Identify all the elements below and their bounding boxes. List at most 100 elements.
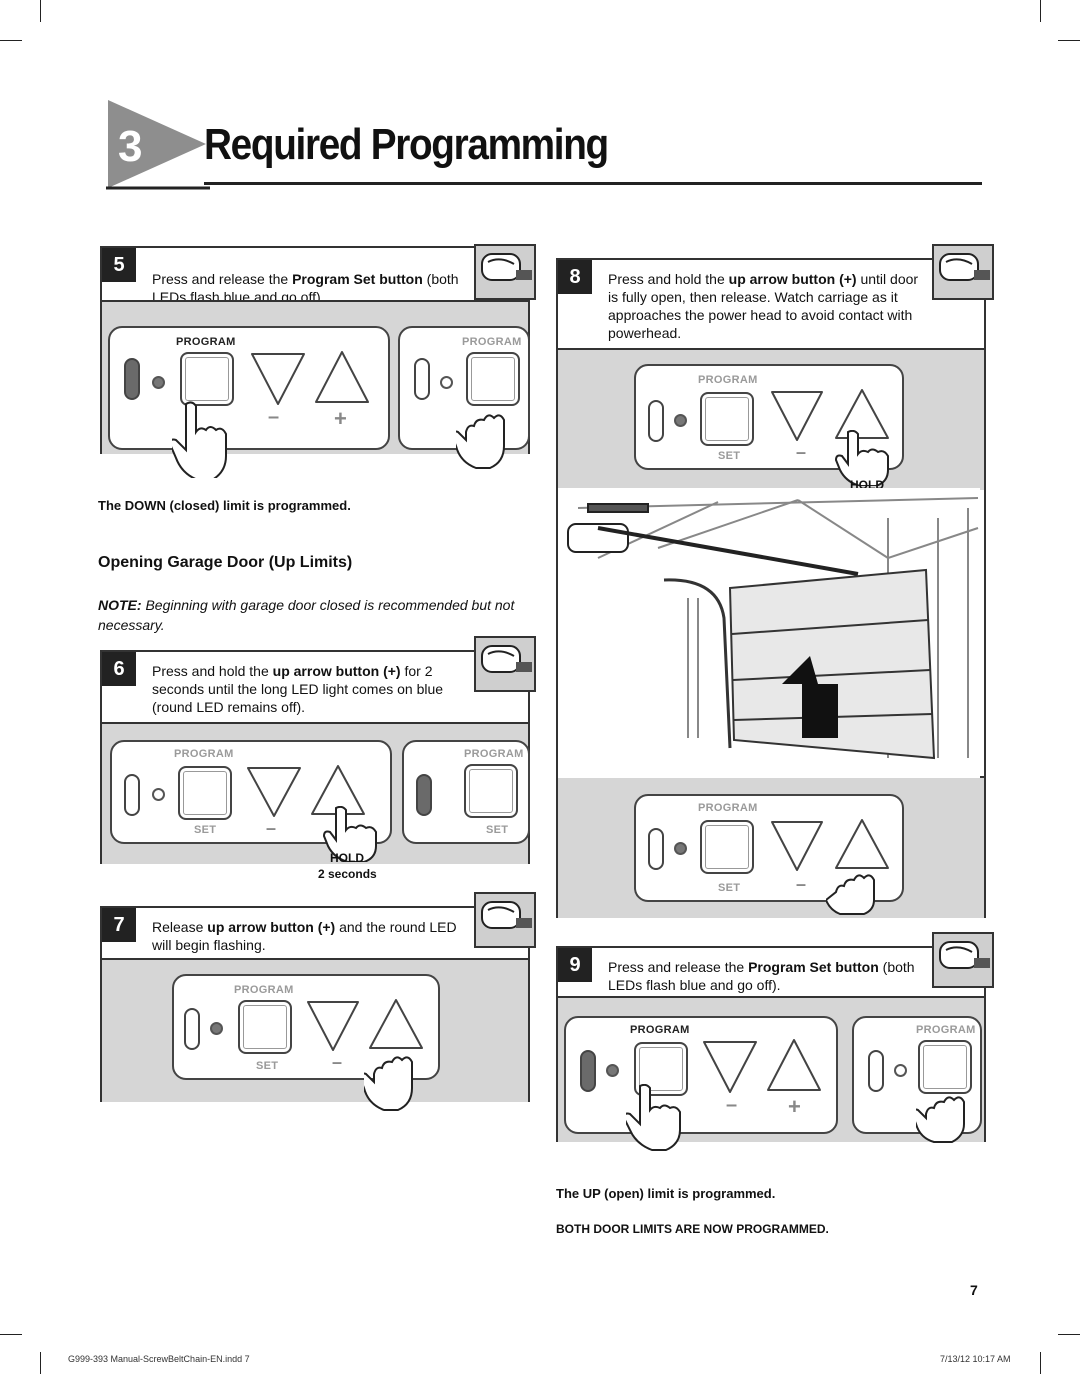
round-led <box>894 1064 907 1077</box>
program-set-button[interactable] <box>700 820 754 874</box>
opener-icon <box>932 244 994 300</box>
step-instruction: Press and hold the up arrow button (+) f… <box>152 663 444 715</box>
long-led <box>868 1050 884 1092</box>
minus-label: – <box>266 818 277 838</box>
crop-mark <box>40 1352 41 1374</box>
long-led <box>648 828 664 870</box>
hand-hold-icon <box>322 806 377 862</box>
minus-label: – <box>332 1052 343 1072</box>
program-set-button[interactable] <box>700 392 754 446</box>
minus-label: – <box>796 442 807 462</box>
round-led <box>674 414 687 427</box>
program-set-button[interactable] <box>466 352 520 406</box>
control-panel-side: PROGRAM SET <box>402 740 530 844</box>
hand-press-icon <box>916 1096 965 1143</box>
footer-filename: G999-393 Manual-ScrewBeltChain-EN.indd 7 <box>68 1354 250 1364</box>
step-number: 5 <box>102 248 136 282</box>
hand-release-icon <box>826 874 875 915</box>
footer-timestamp: 7/13/12 10:17 AM <box>940 1354 1011 1364</box>
up-limit-result: The UP (open) limit is programmed. <box>556 1186 776 1201</box>
program-label: PROGRAM <box>174 748 234 760</box>
down-arrow-button[interactable] <box>304 998 362 1054</box>
garage-opener-icon <box>939 253 990 281</box>
down-arrow-button[interactable] <box>244 764 304 820</box>
opening-door-heading: Opening Garage Door (Up Limits) <box>98 554 353 571</box>
page-number: 7 <box>970 1282 978 1298</box>
step-instruction: Press and hold the up arrow button (+) u… <box>608 271 919 341</box>
program-set-button[interactable] <box>464 764 518 818</box>
garage-opener-icon <box>481 901 532 929</box>
opener-icon <box>932 932 994 988</box>
garage-opener-icon <box>481 645 532 673</box>
section-badge <box>106 100 210 190</box>
long-led <box>580 1050 596 1092</box>
down-arrow-button[interactable] <box>700 1038 760 1096</box>
hand-hold-icon <box>834 430 889 486</box>
crop-mark <box>0 1334 22 1335</box>
both-limits-notice: BOTH DOOR LIMITS ARE NOW PROGRAMMED. <box>556 1222 829 1236</box>
round-led <box>606 1064 619 1077</box>
round-led <box>440 376 453 389</box>
down-arrow-button[interactable] <box>248 350 308 408</box>
program-set-button[interactable] <box>238 1000 292 1054</box>
up-arrow-button[interactable] <box>832 816 892 872</box>
set-label: SET <box>486 824 509 836</box>
program-label: PROGRAM <box>698 374 758 386</box>
long-led <box>124 358 140 400</box>
crop-mark <box>1058 40 1080 41</box>
control-panel-side: PROGRAM <box>398 326 530 450</box>
garage-opener-icon <box>481 253 532 281</box>
opener-icon <box>474 636 536 692</box>
long-led <box>414 358 430 400</box>
step-number: 8 <box>558 260 592 294</box>
page-title: Required Programming <box>204 120 609 169</box>
crop-mark <box>1040 1352 1041 1374</box>
step-number: 6 <box>102 652 136 686</box>
plus-label: + <box>334 406 347 431</box>
minus-label: – <box>726 1094 738 1116</box>
step-instruction: Press and release the Program Set button… <box>608 959 915 993</box>
hand-release-icon <box>364 1056 413 1111</box>
program-label: PROGRAM <box>176 336 236 348</box>
set-label: SET <box>256 1060 279 1072</box>
hold-duration: 2 seconds <box>318 867 377 881</box>
garage-door-illustration <box>558 488 980 778</box>
opener-icon <box>474 244 536 300</box>
step-number: 9 <box>558 948 592 982</box>
program-label: PROGRAM <box>630 1024 690 1036</box>
down-arrow-button[interactable] <box>768 388 826 444</box>
opener-icon <box>474 892 536 948</box>
long-led <box>648 400 664 442</box>
up-arrow-button[interactable] <box>832 386 892 442</box>
up-arrow-button[interactable] <box>366 996 426 1052</box>
set-label: SET <box>718 882 741 894</box>
program-set-button[interactable] <box>180 352 234 406</box>
minus-label: – <box>796 874 807 894</box>
hand-press-icon <box>172 401 227 478</box>
program-label: PROGRAM <box>464 748 524 760</box>
round-led <box>210 1022 223 1035</box>
title-rule <box>204 182 982 185</box>
crop-mark <box>1058 1334 1080 1335</box>
up-arrow-button[interactable] <box>764 1036 824 1094</box>
garage-opener-icon <box>939 941 990 969</box>
set-label: SET <box>718 450 741 462</box>
up-arrow-button[interactable] <box>312 348 372 406</box>
crop-mark <box>40 0 41 22</box>
program-set-button[interactable] <box>178 766 232 820</box>
long-led <box>184 1008 200 1050</box>
down-arrow-button[interactable] <box>768 818 826 874</box>
long-led <box>416 774 432 816</box>
program-label: PROGRAM <box>698 802 758 814</box>
note-text: NOTE: Beginning with garage door closed … <box>98 597 515 633</box>
control-panel-main: PROGRAM – + <box>564 1016 838 1134</box>
step-number: 7 <box>102 908 136 942</box>
program-label: PROGRAM <box>234 984 294 996</box>
round-led <box>674 842 687 855</box>
long-led <box>124 774 140 816</box>
plus-label: + <box>788 1094 801 1119</box>
step-instruction: Release up arrow button (+) and the roun… <box>152 919 457 953</box>
minus-label: – <box>268 406 280 428</box>
crop-mark <box>0 40 22 41</box>
program-set-button[interactable] <box>918 1040 972 1094</box>
